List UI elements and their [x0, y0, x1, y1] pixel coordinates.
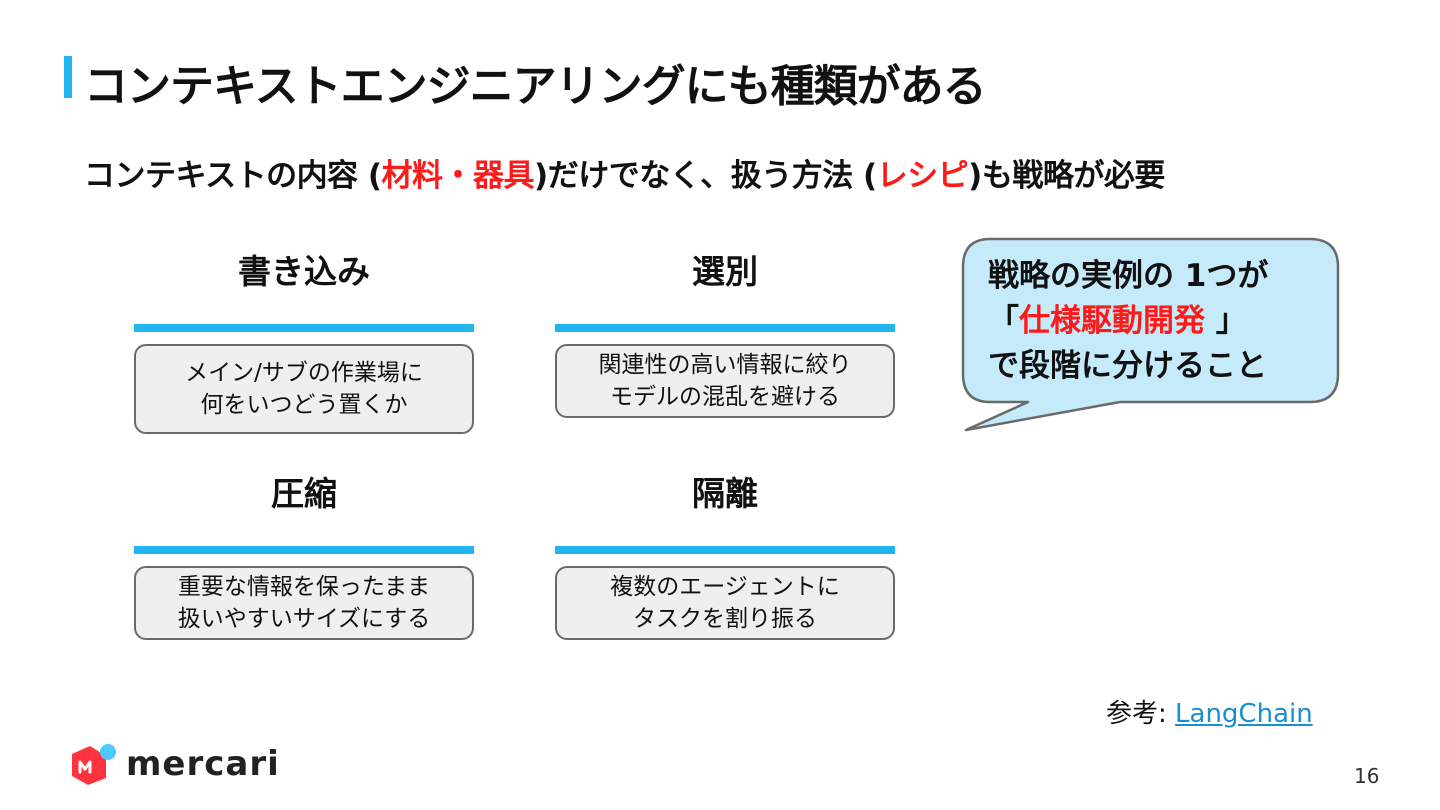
description-line: 複数のエージェントに	[610, 574, 840, 600]
callout-bubble	[961, 237, 1340, 432]
callout-line-3: で段階に分けること	[988, 348, 1267, 384]
mercari-logo: mercari	[70, 742, 280, 786]
slide-subtitle: コンテキストの内容 (材料・器具)だけでなく、扱う方法 (レシピ)も戦略が必要	[84, 150, 1165, 195]
category-title: 書き込み	[238, 252, 370, 291]
category-title: 隔離	[692, 474, 758, 513]
logo-wordmark: mercari	[126, 744, 280, 784]
category-write: 書き込み メイン/サブの作業場に 何をいつどう置くか	[134, 248, 474, 434]
callout-bracket-open: 「	[988, 303, 1019, 339]
subtitle-part-1: コンテキストの内容 (	[84, 158, 382, 194]
callout-line-1: 戦略の実例の 1つが	[988, 258, 1269, 294]
description-line: 重要な情報を保ったまま	[177, 574, 431, 600]
category-description-box: メイン/サブの作業場に 何をいつどう置くか	[134, 344, 474, 434]
slide-title: コンテキストエンジニアリングにも種類がある	[84, 61, 987, 112]
description-line: 何をいつどう置くか	[200, 392, 408, 418]
reference: 参考: LangChain	[1106, 693, 1313, 730]
description-line: タスクを割り振る	[633, 606, 817, 632]
callout-bracket-close: 」	[1205, 303, 1247, 339]
description-line: 関連性の高い情報に絞り	[598, 352, 852, 378]
category-description-box: 関連性の高い情報に絞り モデルの混乱を避ける	[555, 344, 895, 418]
category-title: 圧縮	[271, 474, 337, 513]
callout-line-2: 「仕様駆動開発 」	[988, 299, 1268, 344]
callout-text: 戦略の実例の 1つが 「仕様駆動開発 」 で段階に分けること	[988, 254, 1268, 389]
subtitle-part-3: )も戦略が必要	[968, 158, 1165, 194]
title-accent-bar	[64, 56, 72, 98]
page-number: 16	[1354, 764, 1380, 788]
category-underline	[555, 546, 895, 554]
subtitle-highlight-materials: 材料・器具	[381, 158, 535, 194]
category-description-box: 複数のエージェントに タスクを割り振る	[555, 566, 895, 640]
reference-label: 参考:	[1106, 699, 1176, 729]
description-line: メイン/サブの作業場に	[185, 360, 423, 386]
category-underline	[134, 546, 474, 554]
reference-link[interactable]: LangChain	[1175, 699, 1313, 729]
category-select: 選別 関連性の高い情報に絞り モデルの混乱を避ける	[555, 248, 895, 418]
subtitle-part-2: )だけでなく、扱う方法 (	[534, 158, 877, 194]
category-title: 選別	[692, 252, 758, 291]
mercari-logo-icon	[72, 744, 116, 785]
category-isolate: 隔離 複数のエージェントに タスクを割り振る	[555, 470, 895, 640]
category-underline	[555, 324, 895, 332]
description-line: モデルの混乱を避ける	[610, 384, 840, 410]
callout-highlight-spec-driven: 仕様駆動開発	[1019, 303, 1205, 339]
category-description-box: 重要な情報を保ったまま 扱いやすいサイズにする	[134, 566, 474, 640]
category-underline	[134, 324, 474, 332]
description-line: 扱いやすいサイズにする	[177, 606, 431, 632]
category-compress: 圧縮 重要な情報を保ったまま 扱いやすいサイズにする	[134, 470, 474, 640]
subtitle-highlight-recipe: レシピ	[876, 158, 969, 194]
